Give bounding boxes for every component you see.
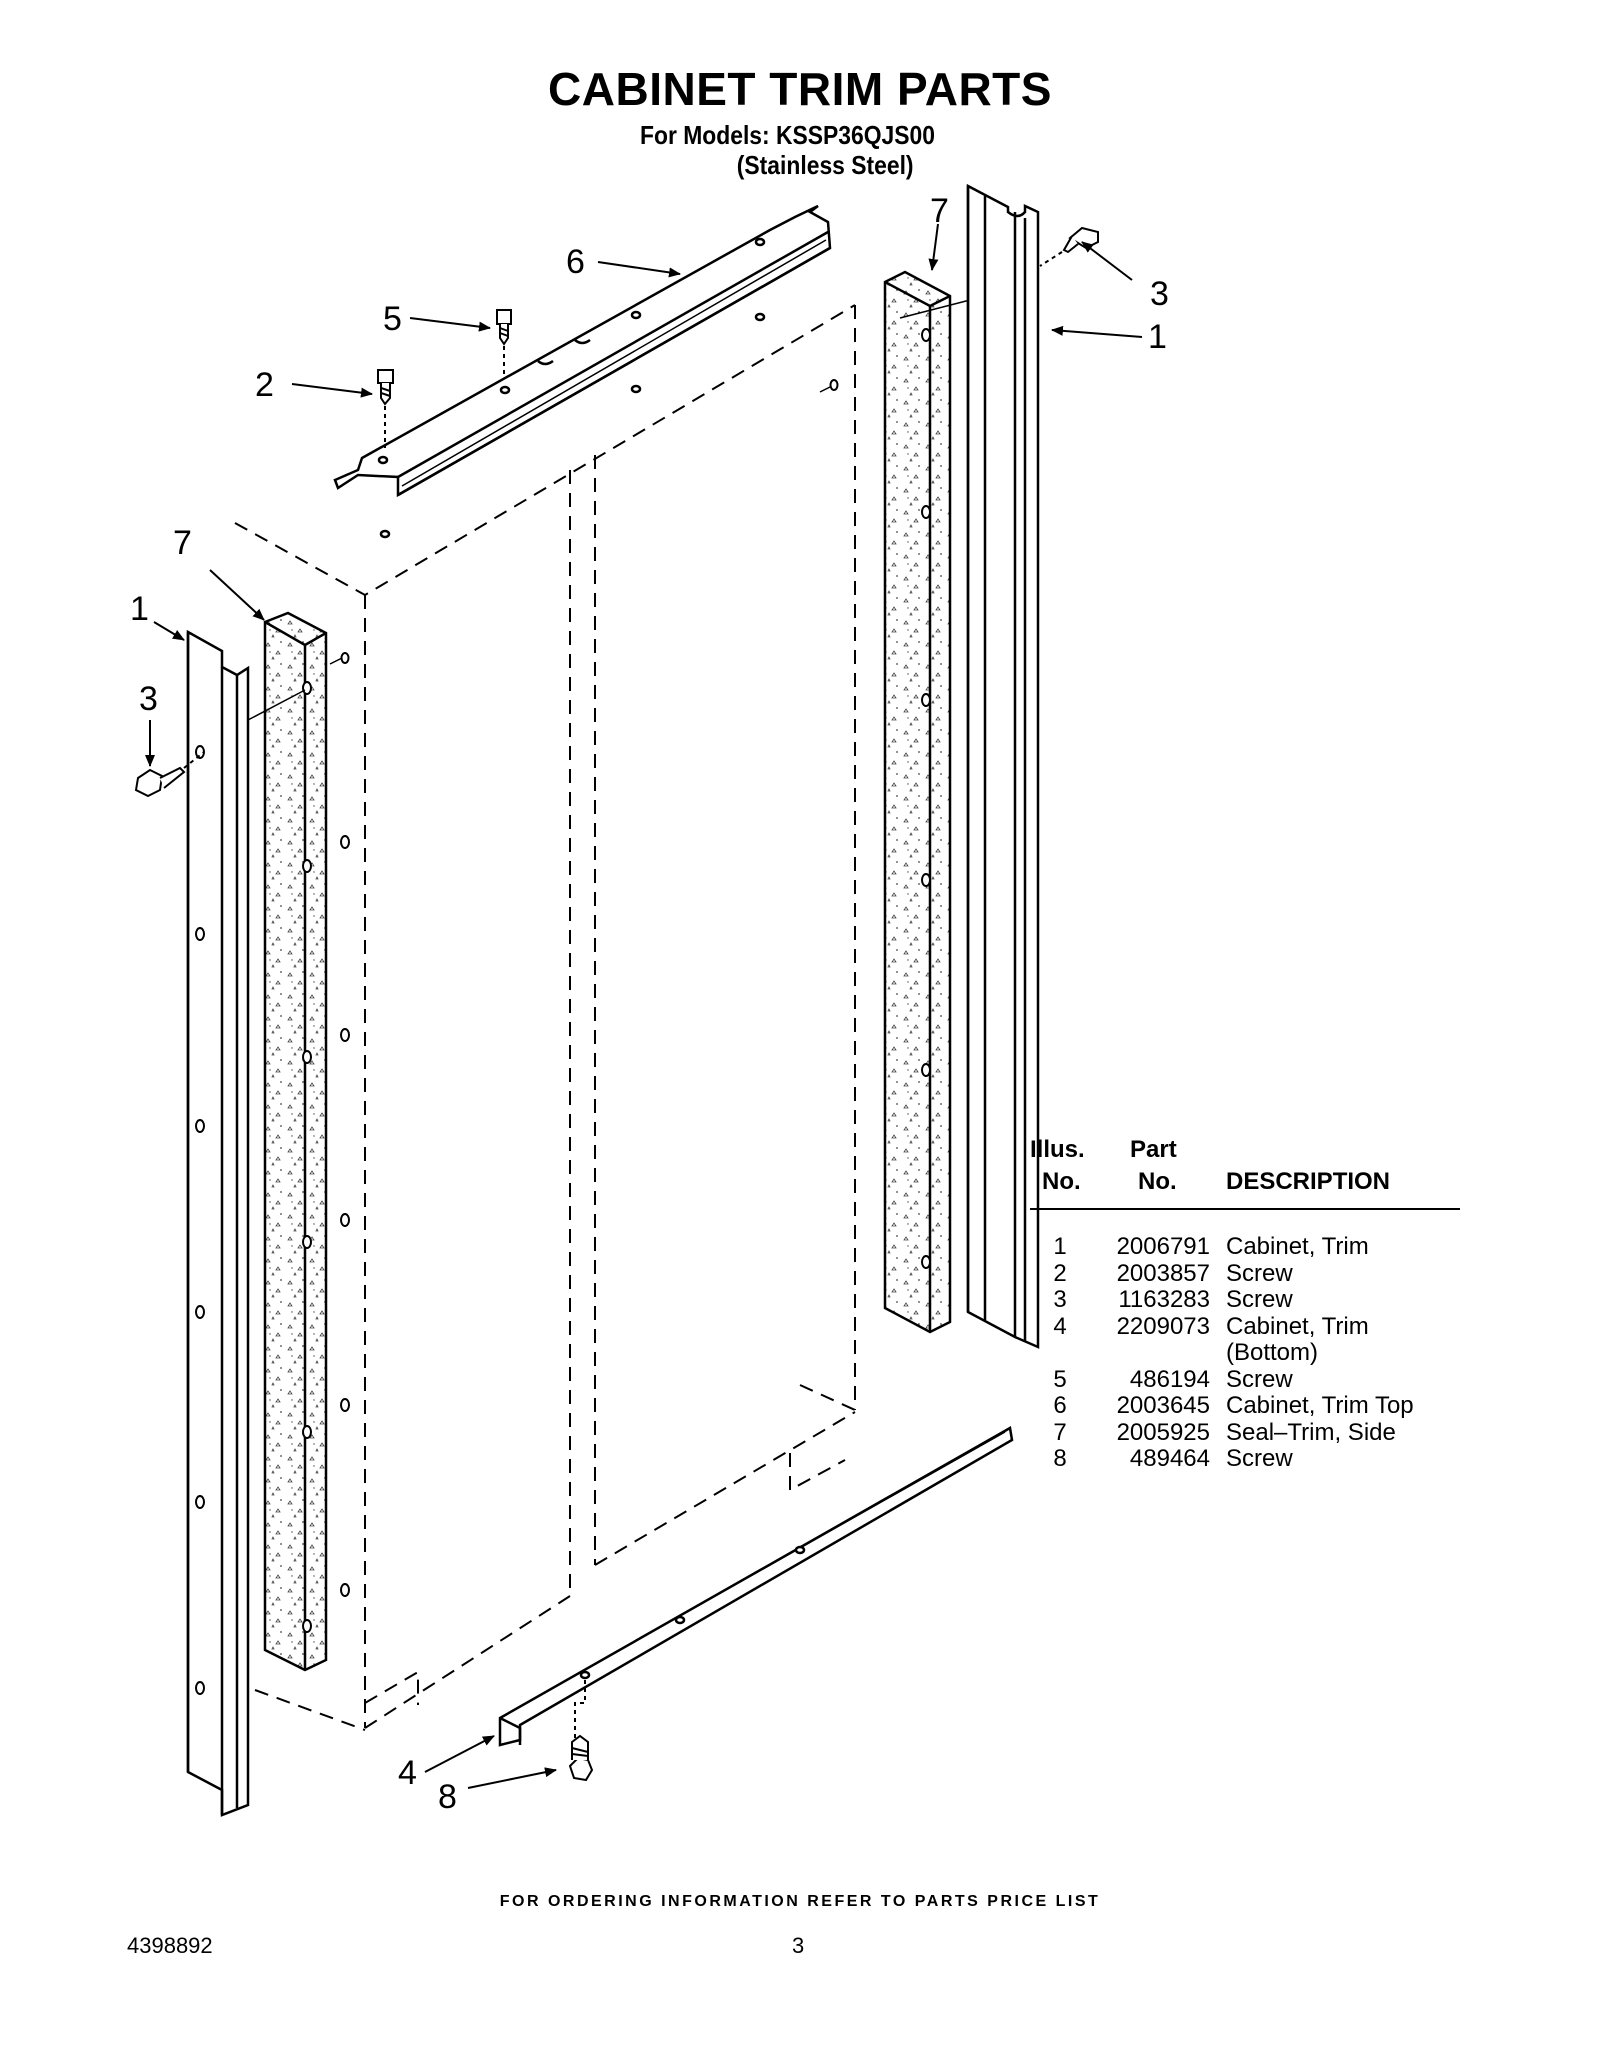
table-row: 2 2003857 Screw: [1030, 1259, 1460, 1288]
left-trim-part: [186, 629, 250, 1817]
callout-1-right: 1: [1148, 318, 1167, 356]
cell-illus: 3: [1053, 1286, 1067, 1313]
table-row: 7 2005925 Seal–Trim, Side: [1030, 1418, 1460, 1447]
cell-desc: Cabinet, Trim: [1226, 1233, 1369, 1260]
callout-2: 2: [255, 366, 274, 404]
header-part-1: Part: [1130, 1136, 1177, 1163]
table-row: 4 2209073 Cabinet, Trim: [1030, 1312, 1460, 1341]
cell-part: 1163283: [1118, 1286, 1210, 1313]
right-seal-part: [819, 270, 977, 1334]
finish-line: (Stainless Steel): [736, 150, 914, 180]
callout-1-left: 1: [130, 590, 149, 628]
cell-part: 486194: [1129, 1365, 1210, 1393]
screw-5-icon: [496, 309, 512, 374]
callout-7-right: 7: [930, 192, 949, 230]
header-description: DESCRIPTION: [1226, 1168, 1391, 1195]
header-rule: [1030, 1208, 1460, 1210]
callout-6: 6: [566, 243, 585, 281]
cell-part: 2003857: [1116, 1259, 1210, 1287]
cell-part: 2005925: [1116, 1418, 1210, 1446]
bottom-trim-part: [498, 1426, 1014, 1747]
cell-illus: 6: [1053, 1392, 1067, 1419]
header-part-2: No.: [1138, 1168, 1177, 1195]
leader-lines: [145, 223, 1143, 1789]
table-row: (Bottom): [1030, 1339, 1460, 1367]
cabinet-outline: [234, 304, 856, 1731]
cell-part: 2209073: [1116, 1312, 1210, 1340]
model-info: For Models: KSSP36QJS00 (Stainless Steel…: [640, 120, 935, 180]
cell-desc: Screw: [1226, 1445, 1293, 1472]
right-trim-part: [966, 183, 1040, 1349]
top-trim-part: [333, 204, 832, 539]
cell-desc: Cabinet, Trim: [1226, 1312, 1369, 1340]
cell-desc: (Bottom): [1226, 1339, 1319, 1366]
cell-illus: 8: [1053, 1445, 1067, 1472]
cell-desc: Screw: [1226, 1286, 1293, 1313]
table-row: 5 486194 Screw: [1030, 1365, 1460, 1394]
cell-illus: 4: [1053, 1312, 1067, 1340]
table-row: 8 489464 Screw: [1030, 1445, 1460, 1473]
table-row: 6 2003645 Cabinet, Trim Top: [1030, 1392, 1460, 1420]
cell-desc: Cabinet, Trim Top: [1226, 1392, 1414, 1419]
callout-4: 4: [398, 1754, 417, 1792]
cell-illus: 1: [1053, 1233, 1067, 1260]
page-title: CABINET TRIM PARTS: [548, 63, 1052, 115]
header-illus-1: Illus.: [1030, 1136, 1085, 1163]
table-row: 1 2006791 Cabinet, Trim: [1030, 1233, 1460, 1261]
ordering-note: FOR ORDERING INFORMATION REFER TO PARTS …: [499, 1893, 1101, 1910]
cell-desc: Seal–Trim, Side: [1226, 1418, 1396, 1446]
cell-part: 2003645: [1116, 1392, 1210, 1419]
parts-table: Illus. No. Part No. DESCRIPTION 1 2006791…: [1030, 1136, 1460, 1473]
callout-8: 8: [438, 1778, 457, 1816]
cell-illus: 7: [1053, 1418, 1067, 1446]
table-row: 3 1163283 Screw: [1030, 1286, 1460, 1314]
callout-5: 5: [383, 300, 402, 338]
models-line: For Models: KSSP36QJS00: [640, 120, 936, 150]
cell-illus: 2: [1053, 1259, 1067, 1287]
cell-part: 489464: [1129, 1445, 1210, 1472]
cell-part: 2006791: [1116, 1233, 1210, 1260]
screw-2-icon: [377, 369, 394, 448]
screw-8-icon: [568, 1680, 594, 1782]
left-seal-part: [247, 611, 350, 1672]
callout-3-left: 3: [139, 680, 158, 718]
header-illus-2: No.: [1042, 1168, 1081, 1195]
screw-3-left-icon: [134, 751, 205, 798]
cell-illus: 5: [1053, 1365, 1067, 1393]
cell-desc: Screw: [1226, 1365, 1293, 1393]
document-number: 4398892: [127, 1933, 213, 1958]
cell-desc: Screw: [1226, 1259, 1293, 1287]
parts-table-header: Illus. No. Part No. DESCRIPTION: [1030, 1136, 1460, 1206]
callout-3-right: 3: [1150, 275, 1169, 313]
callout-7-left: 7: [173, 524, 192, 562]
page-number: 3: [792, 1933, 805, 1958]
